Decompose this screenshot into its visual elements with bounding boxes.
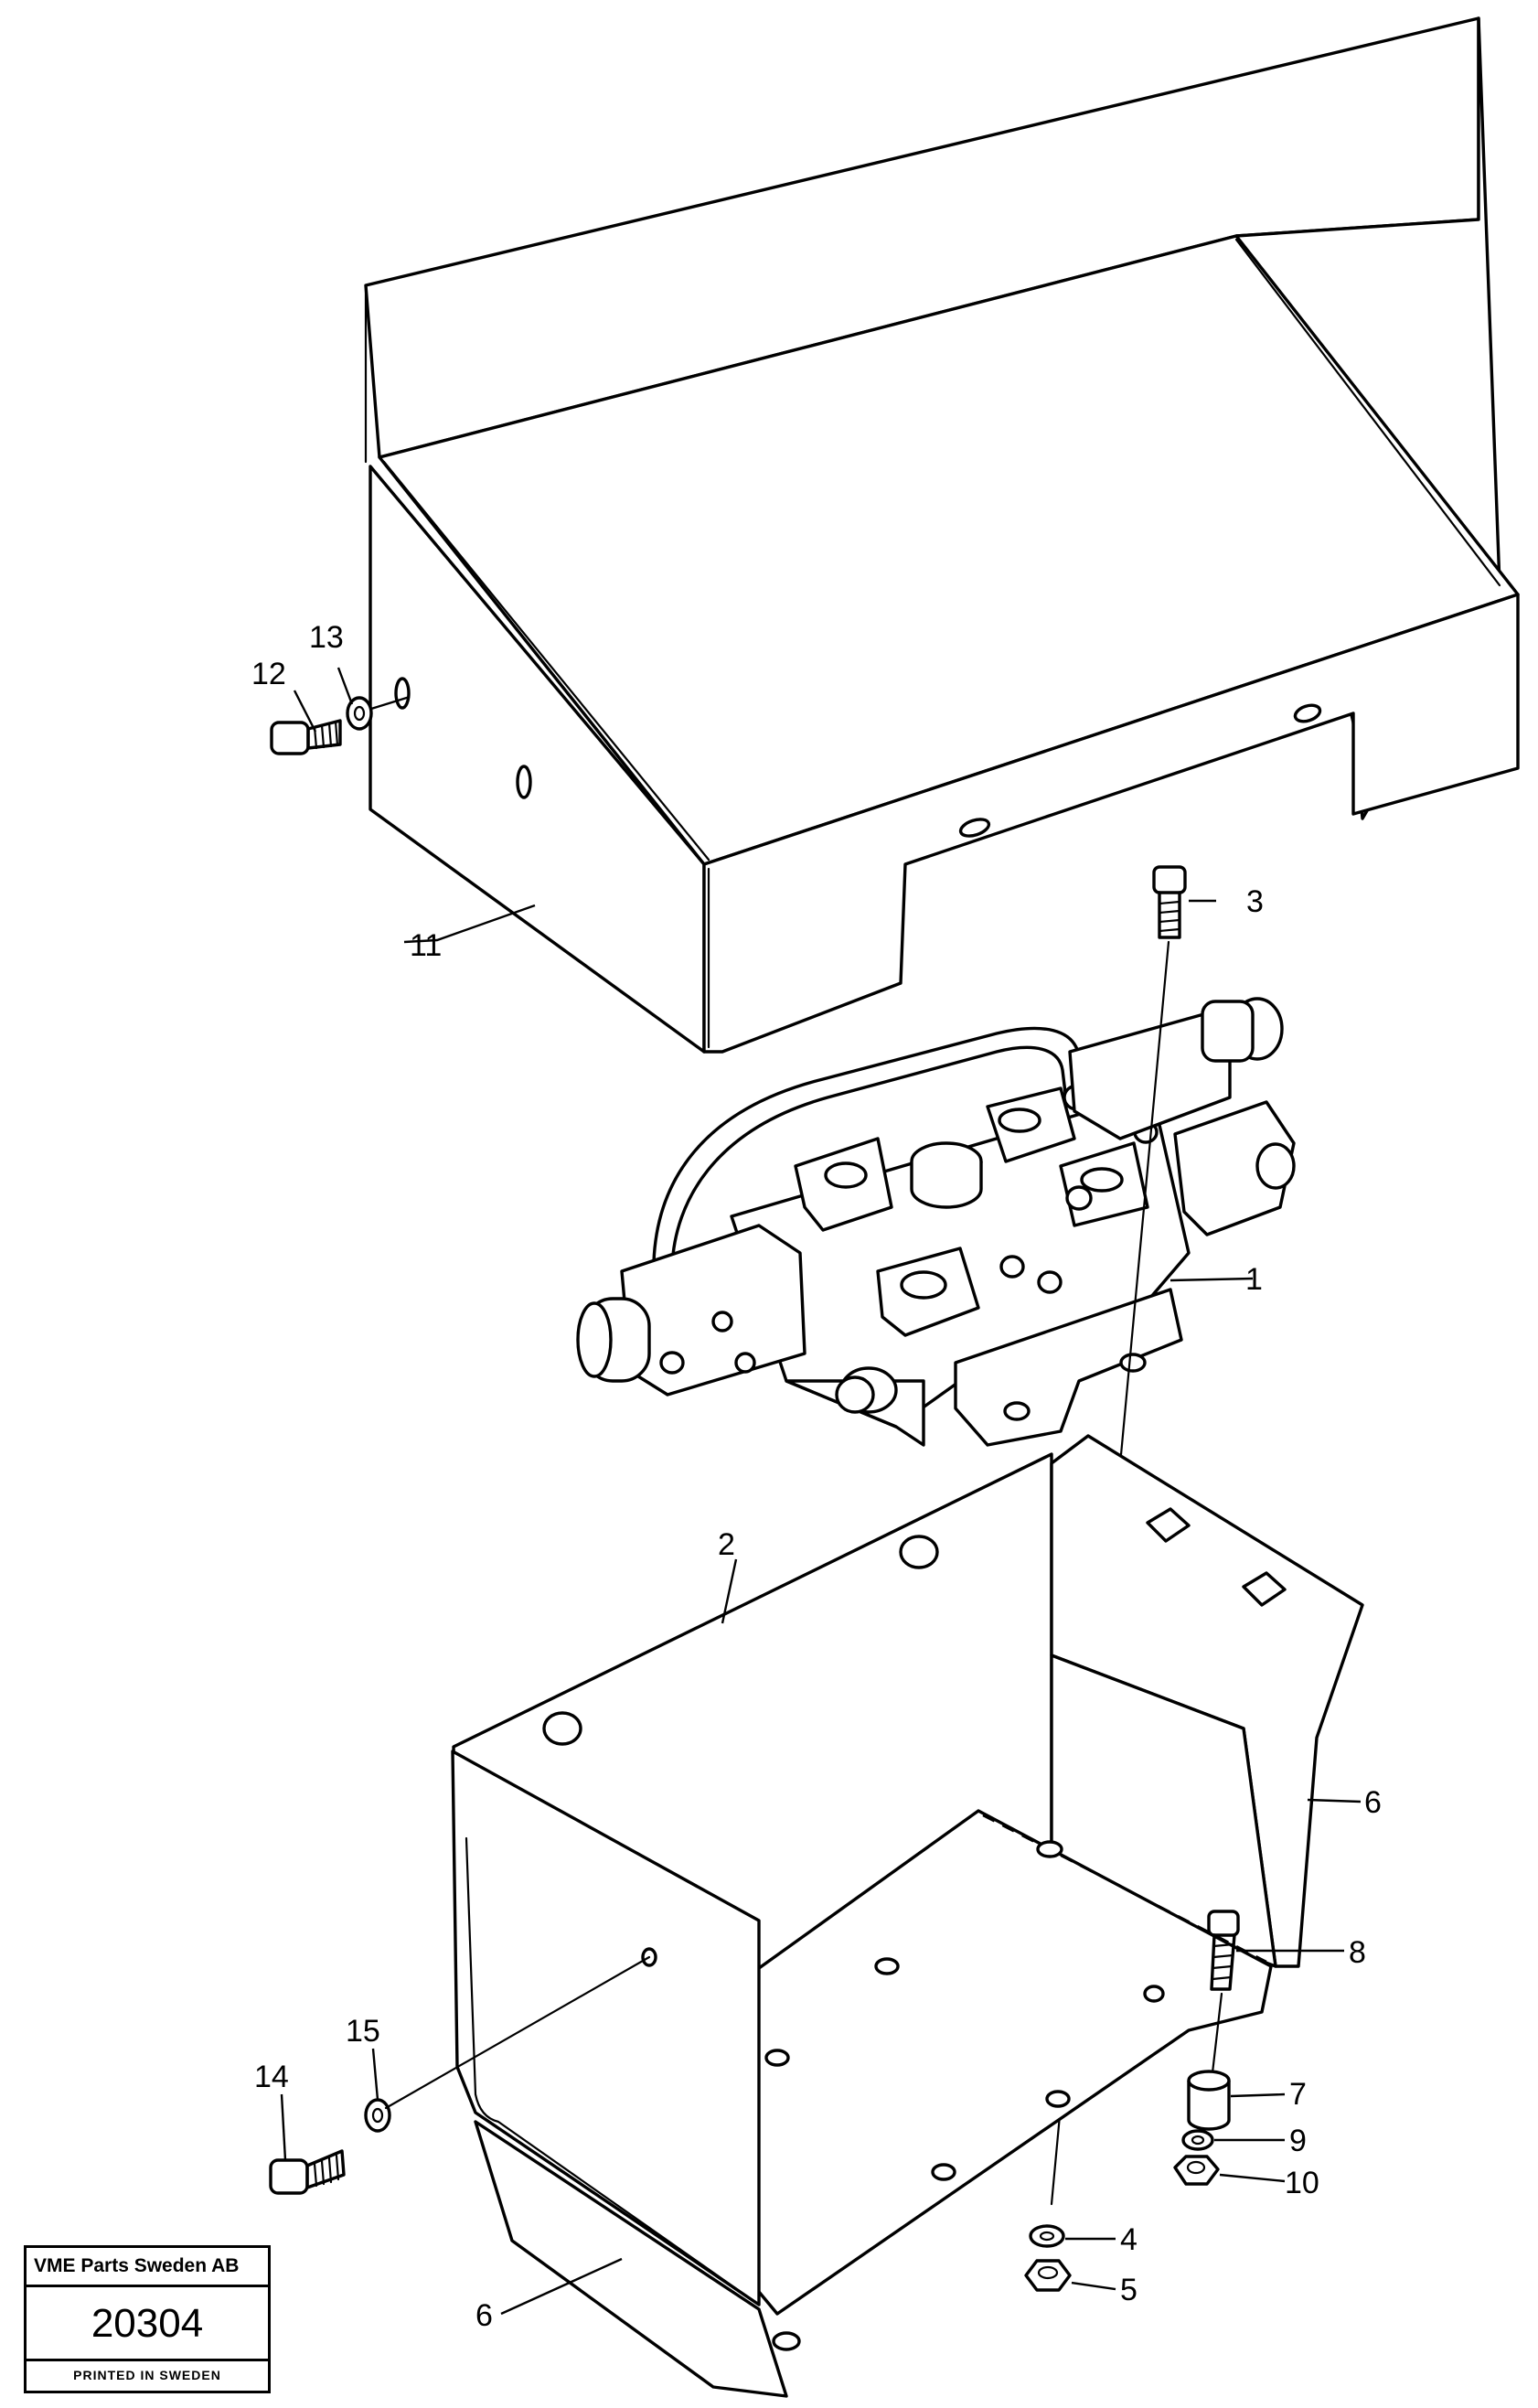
callout-8: 8 <box>1349 1935 1366 1970</box>
stamp-drawing-number: 20304 <box>27 2287 268 2361</box>
callout-14: 14 <box>254 2060 289 2094</box>
callout-11: 11 <box>410 928 442 963</box>
callout-15: 15 <box>346 2014 380 2049</box>
callout-12: 12 <box>251 657 286 691</box>
nut-5 <box>1024 2259 1116 2292</box>
stamp-company: VME Parts Sweden AB <box>27 2248 268 2287</box>
bolt-14 <box>269 2149 346 2195</box>
stamp-printed: PRINTED IN SWEDEN <box>73 2368 221 2382</box>
title-stamp: VME Parts Sweden AB 20304 PRINTED IN SWE… <box>24 2245 271 2393</box>
bolt-12 <box>270 719 342 755</box>
callout-13: 13 <box>309 620 344 655</box>
callout-5: 5 <box>1120 2273 1137 2307</box>
nut-10 <box>1173 2155 1286 2186</box>
callout-1: 1 <box>1245 1262 1263 1297</box>
washer-13 <box>346 695 411 731</box>
callout-10: 10 <box>1285 2166 1319 2200</box>
callout-4: 4 <box>1120 2222 1137 2257</box>
callout-7: 7 <box>1289 2077 1307 2112</box>
valve-cover <box>364 16 1520 1054</box>
callout-9: 9 <box>1289 2124 1307 2158</box>
callout-6-right: 6 <box>1364 1785 1382 1820</box>
washer-9 <box>1181 2129 1285 2151</box>
washer-15 <box>364 2098 391 2133</box>
control-valve <box>576 997 1296 1447</box>
bolt-3 <box>1152 865 1216 939</box>
spacer-7 <box>1187 2070 1286 2131</box>
callout-2: 2 <box>718 1527 735 1562</box>
washer-4 <box>1029 2224 1116 2248</box>
callout-3: 3 <box>1246 884 1264 919</box>
callout-6-left: 6 <box>475 2298 493 2333</box>
mounting-bracket <box>451 1434 1364 2398</box>
bolt-8 <box>1207 1910 1344 1991</box>
